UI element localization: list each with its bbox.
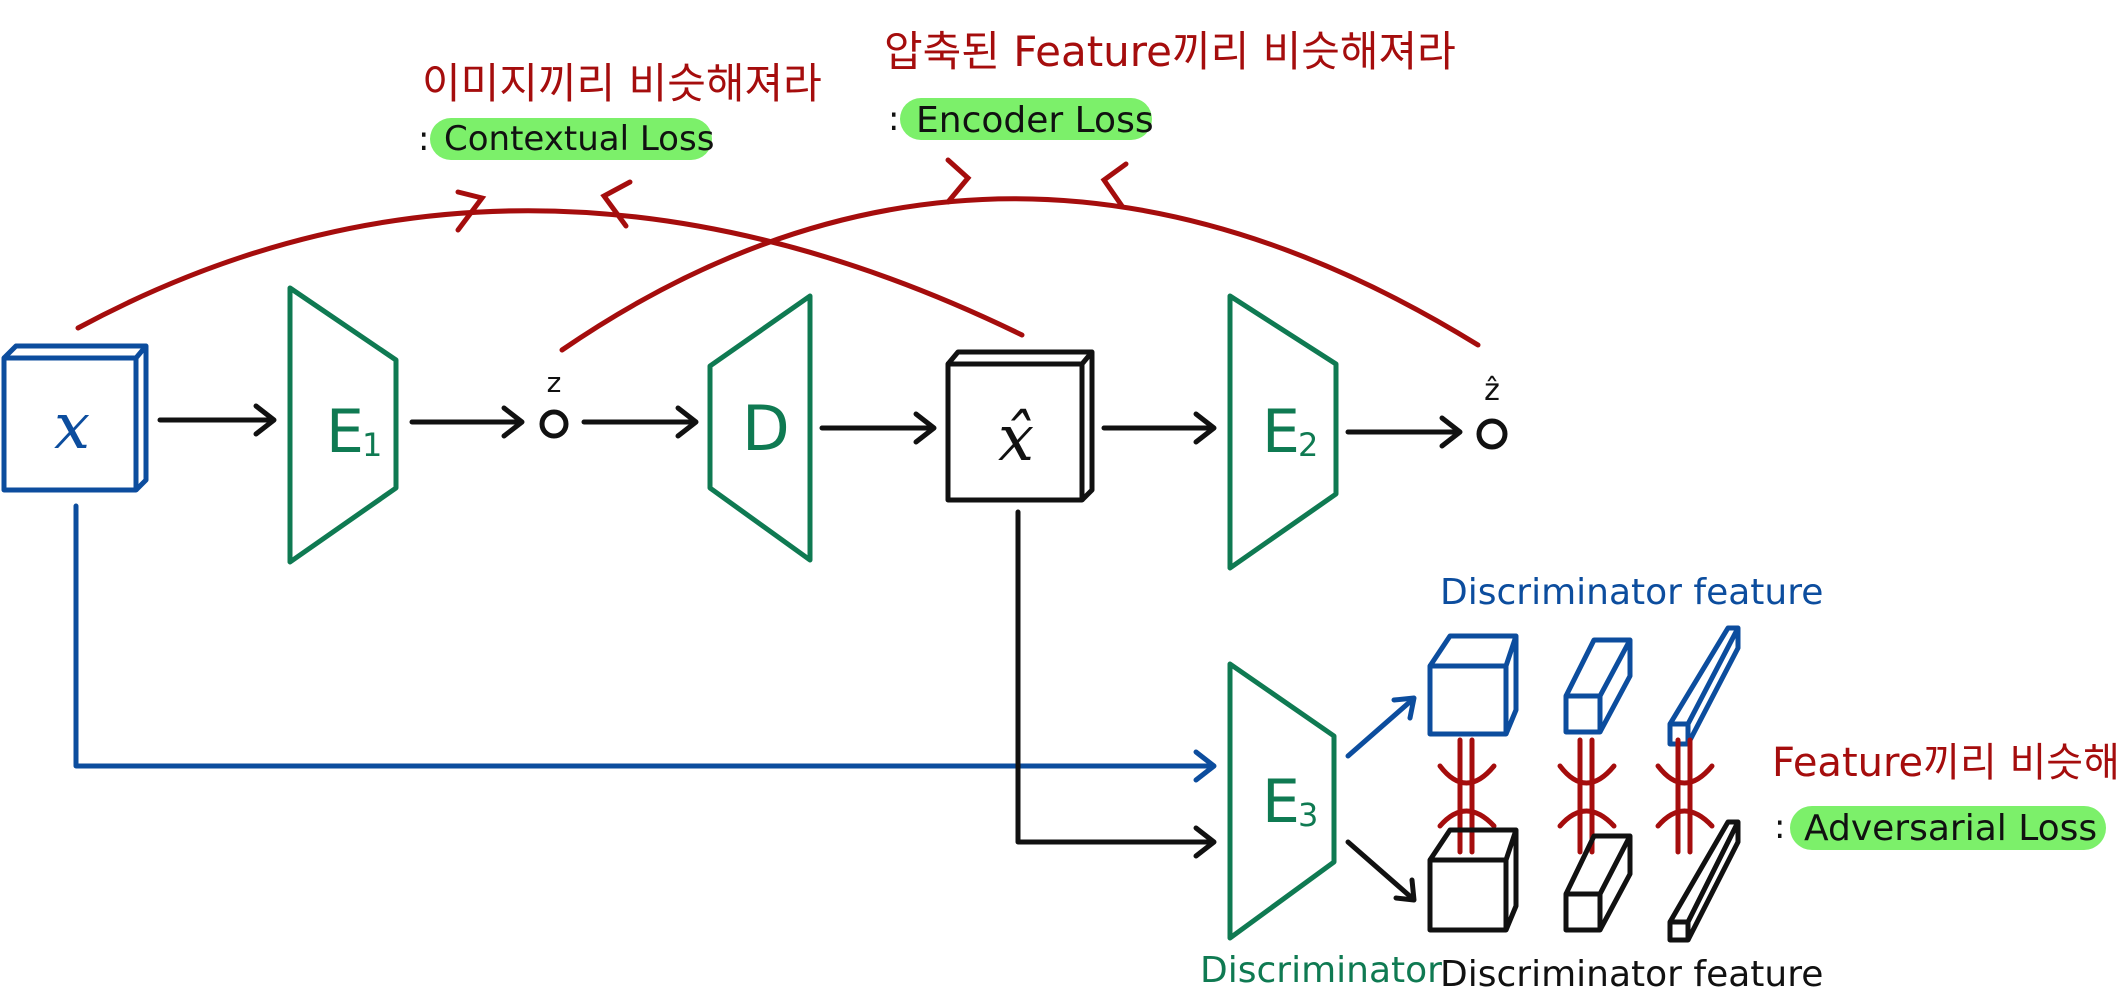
discriminator-output-arrows [1345, 695, 1417, 903]
feature-blocks-bottom [1427, 819, 1741, 943]
encoder-2-subscript: 2 [1298, 426, 1318, 464]
input-label: x [54, 390, 90, 464]
feature-block-bottom-3 [1667, 819, 1741, 943]
decoder-label: D [742, 392, 790, 465]
encoder-loss-prefix: : [888, 99, 899, 139]
discriminator-label: Discriminator [1200, 950, 1442, 991]
encoder-1-label: E [326, 397, 364, 467]
encoder-1: E 1 [287, 285, 399, 565]
latent-z-hat-label: ẑ [1484, 373, 1500, 408]
encoder-loss-annotation: 압축된 Feature끼리 비슷해져라 : Encoder Loss [884, 27, 1456, 141]
feature-block-bottom-1 [1427, 827, 1519, 933]
encoder-3-label: E [1262, 767, 1300, 837]
adversarial-loss-annotation: Feature끼리 비슷해져라 : Adversarial Loss [1772, 740, 2118, 850]
feature-blocks-top [1427, 625, 1741, 747]
contextual-loss-title: 이미지끼리 비슷해져라 [422, 59, 822, 108]
feature-block-top-1 [1427, 633, 1519, 737]
latent-z-label: z [547, 366, 562, 399]
input-to-discriminator-line [73, 503, 1217, 783]
decoder: D [707, 293, 813, 563]
adversarial-loss-prefix: : [1774, 807, 1785, 847]
encoder-loss-highlight [900, 98, 1152, 140]
feature-block-top-3 [1667, 625, 1741, 747]
contextual-loss-arc [75, 179, 1025, 338]
latent-z: z [539, 366, 569, 439]
encoder-1-subscript: 1 [362, 426, 382, 464]
input-cube [1, 343, 149, 493]
adversarial-loss-label: Adversarial Loss [1804, 808, 2097, 849]
encoder-3: E 3 [1227, 661, 1337, 941]
feature-compare-arrows [1437, 737, 1715, 855]
adversarial-loss-highlight [1790, 806, 2106, 850]
adversarial-loss-title: Feature끼리 비슷해져라 [1772, 740, 2118, 786]
contextual-loss-label: Contextual Loss [444, 119, 714, 159]
reconstruction-to-discriminator-line [1015, 509, 1217, 859]
reconstruction-cube [945, 349, 1095, 503]
feature-block-bottom-2 [1563, 833, 1633, 933]
feature-block-top-2 [1563, 637, 1633, 735]
contextual-loss-prefix: : [418, 119, 429, 159]
main-arrows [157, 403, 1463, 449]
encoder-loss-label: Encoder Loss [916, 100, 1154, 141]
encoder-loss-arc [559, 157, 1481, 353]
latent-z-hat: ẑ [1476, 373, 1508, 450]
encoder-loss-title: 압축된 Feature끼리 비슷해져라 [884, 27, 1456, 76]
contextual-loss-annotation: 이미지끼리 비슷해져라 : Contextual Loss [418, 59, 822, 160]
encoder-3-subscript: 3 [1298, 796, 1318, 834]
encoder-2: E 2 [1227, 293, 1339, 571]
encoder-2-label: E [1262, 397, 1300, 467]
reconstruction-label: x̂ [998, 402, 1034, 476]
feature-bottom-label: Discriminator feature [1440, 954, 1823, 995]
feature-top-label: Discriminator feature [1440, 572, 1823, 613]
contextual-loss-highlight [430, 118, 712, 160]
